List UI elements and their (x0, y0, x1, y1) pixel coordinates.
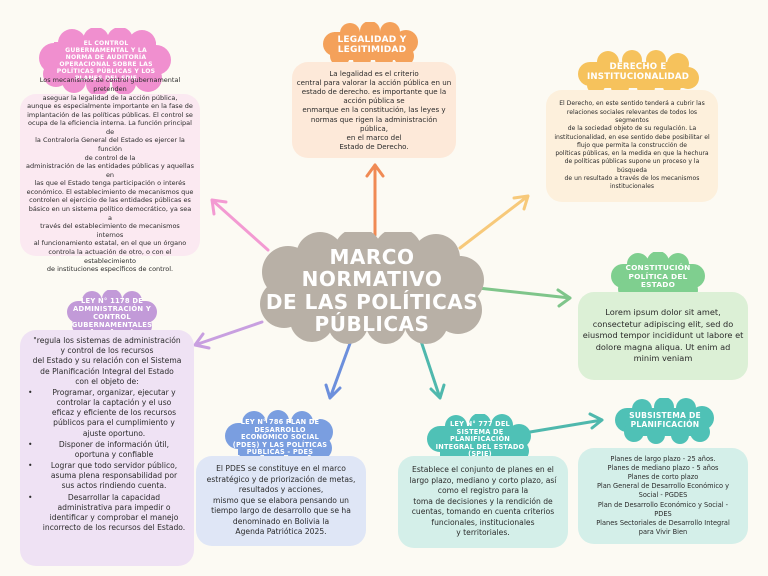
list-item-text: Lograr que todo servidor público, asuma … (50, 461, 178, 491)
arrow-to-derecho (458, 194, 530, 250)
subsistema-box: Planes de largo plazo - 25 años. Planes … (578, 448, 748, 544)
ley1178-box: "regula los sistemas de administración y… (20, 330, 194, 566)
arrow-to-ley777 (418, 336, 446, 400)
ley777-box: Establece el conjunto de planes en el la… (398, 456, 568, 548)
arrow-to-ley1178 (193, 320, 264, 350)
constitucion-box: Lorem ipsum dolor sit amet, consectetur … (578, 292, 748, 380)
center-title: MARCO NORMATIVO DE LAS POLÍTICAS PÚBLICA… (265, 245, 479, 337)
subsistema-title: SUBSISTEMA DE PLANIFICACIÓN (629, 411, 701, 429)
legalidad-box: La legalidad es el criterio central para… (292, 62, 456, 158)
ley786-text: El PDES se constituye en el marco estrat… (206, 464, 356, 537)
constitucion-title: CONSTITUCIÓN POLÍTICA DEL ESTADO (625, 263, 691, 290)
derecho-title: DERECHO E INSTITUCIONALIDAD (586, 62, 690, 82)
ley777-text: Establece el conjunto de planes en el la… (409, 465, 557, 538)
constitucion-text: Lorem ipsum dolor sit amet, consectetur … (582, 306, 744, 364)
control-title: EL CONTROL GUBERNAMENTAL Y LA NORMA DE A… (56, 40, 156, 82)
list-item: • Disponer de información útil, oportuna … (26, 440, 188, 460)
subsistema-tag-cloud (615, 398, 714, 444)
derecho-box: El Derecho, en este sentido tenderá a cu… (546, 90, 718, 202)
arrow-to-constitucion (476, 286, 572, 308)
ley786-box: El PDES se constituye en el marco estrat… (196, 456, 366, 546)
arrow-to-control (210, 198, 270, 252)
arrow-to-subsistema (528, 412, 604, 434)
derecho-text: El Derecho, en este sentido tenderá a cu… (554, 100, 710, 191)
legalidad-text: La legalidad es el criterio central para… (296, 68, 452, 152)
control-box: Los mecanismos de control gubernamental … (20, 76, 200, 273)
ley1178-intro: "regula los sistemas de administración y… (32, 336, 182, 386)
control-text: Los mecanismos de control gubernamental … (26, 76, 195, 274)
list-item: • Programar, organizar, ejecutar y contro… (26, 388, 188, 439)
list-item: • Desarrollar la capacidad administrativa… (26, 493, 188, 534)
bullet: • (28, 461, 33, 471)
list-item-text: Programar, organizar, ejecutar y control… (51, 387, 177, 438)
control-tag-cloud (39, 28, 171, 94)
ley1178-list: • Programar, organizar, ejecutar y contro… (26, 387, 188, 533)
bullet: • (28, 439, 33, 449)
ley786-title: LEY N° 786 PLAN DE DESARROLLO ECONÓMICO … (232, 418, 328, 457)
ley1178-title: LEY N° 1178 DE ADMINISTRACIÓN Y CONTROL … (71, 297, 153, 329)
list-item-text: Disponer de información útil, oportuna y… (58, 439, 170, 459)
ley777-title: LEY N° 777 DEL SISTEMA DE PLANIFICACIÓN … (435, 420, 525, 459)
list-item: • Lograr que todo servidor público, asuma… (26, 461, 188, 492)
ley786-tag-cloud (225, 410, 333, 465)
arrow-to-legalidad (365, 163, 385, 237)
bullet: • (28, 387, 33, 397)
center-cloud (260, 232, 484, 344)
list-item-text: Desarrollar la capacidad administrativa … (42, 492, 186, 533)
arrow-to-ley786 (324, 336, 354, 400)
subsistema-text: Planes de largo plazo - 25 años. Planes … (596, 454, 730, 537)
legalidad-title: LEGALIDAD Y LEGITIMIDAD (337, 34, 407, 55)
bullet: • (28, 492, 33, 502)
